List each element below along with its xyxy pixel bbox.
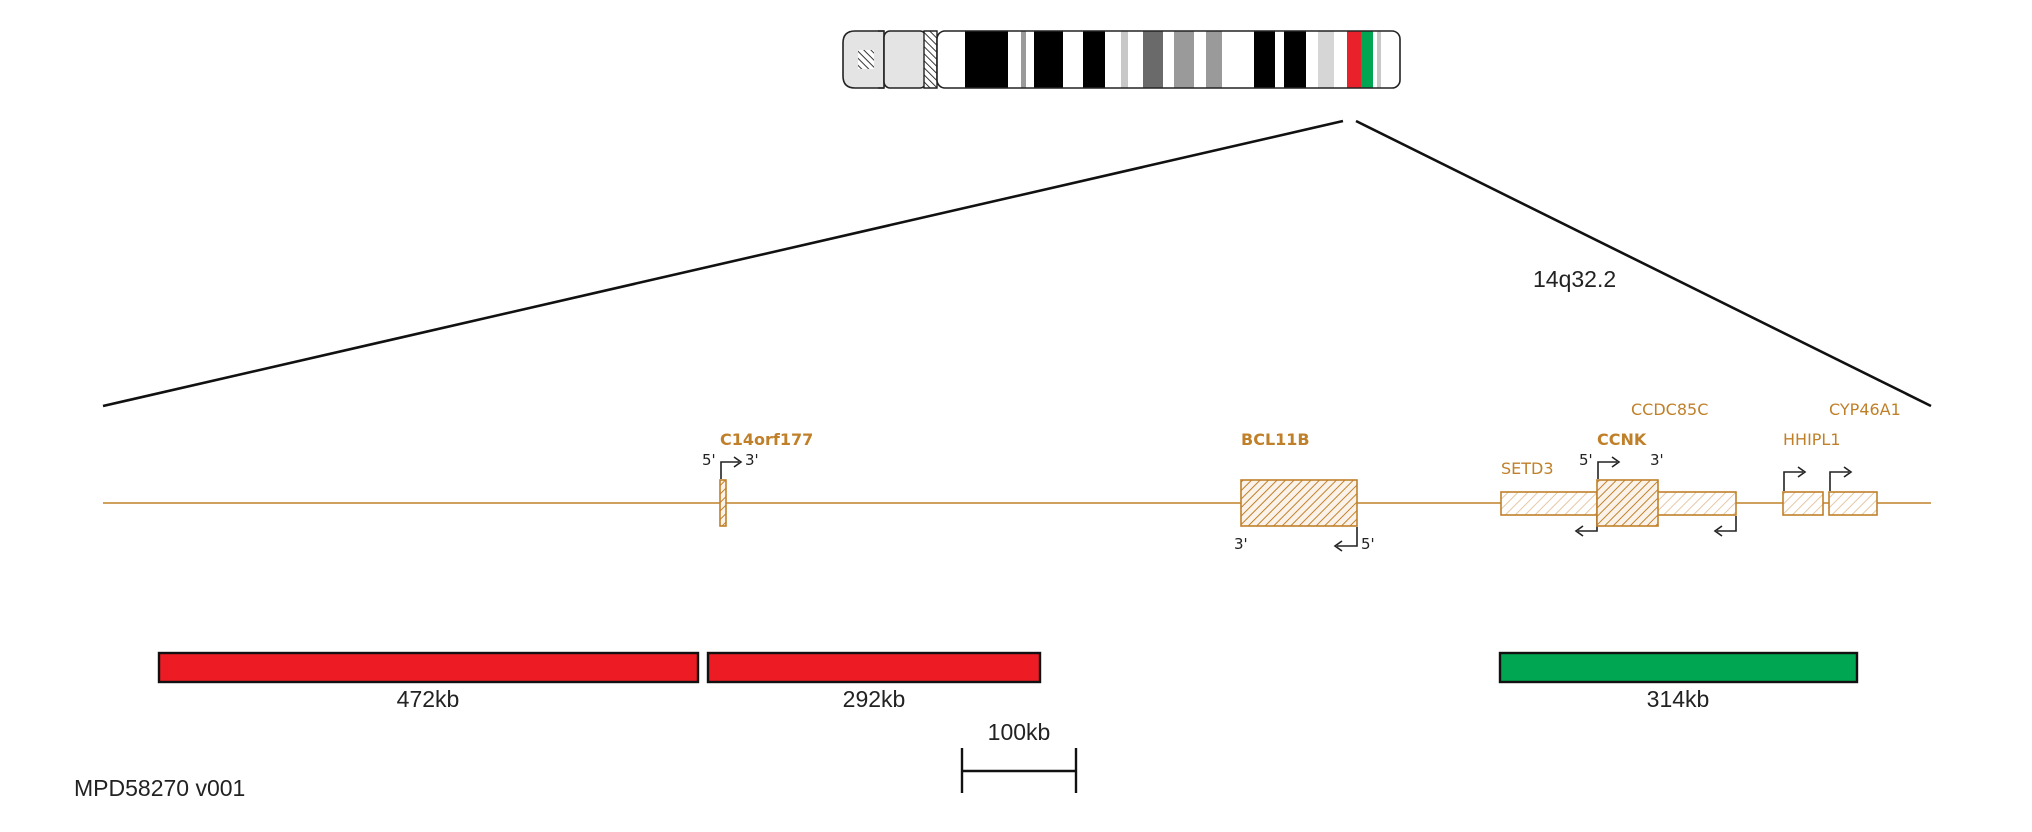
gene-bcl11b-body	[1240, 479, 1358, 527]
gene-ccdc85c-label: CCDC85C	[1631, 400, 1708, 419]
gene-setd3-direction-arrow	[1578, 516, 1598, 532]
gene-setd3-arrowhead-icon	[1574, 525, 1584, 537]
gene-hhipl1-label: HHIPL1	[1783, 430, 1841, 449]
segment-1-bar	[706, 651, 1042, 684]
gene-c14orf177-arrowhead-icon	[733, 456, 743, 468]
gene-c14orf177-body	[719, 479, 727, 527]
chromosome-ideogram	[842, 30, 1401, 89]
gene-ccnk-three-prime: 3'	[1650, 451, 1664, 469]
cnv-segments: 472kb 292kb 314kb	[157, 651, 1859, 712]
gene-cyp46a1-direction-arrow	[1829, 471, 1849, 491]
gene-ccnk-direction-arrow	[1597, 461, 1617, 479]
band-q-7	[1174, 31, 1194, 88]
gene-hhipl1: HHIPL1	[1782, 430, 1841, 516]
segment-deletion-472kb: 472kb	[157, 651, 700, 712]
segment-2-bar	[1498, 651, 1859, 684]
chromosome-p-arm	[842, 30, 885, 89]
gene-hhipl1-arrowhead-icon	[1797, 466, 1807, 478]
gene-ccnk-five-prime: 5'	[1579, 451, 1593, 469]
band-q-9	[1254, 31, 1275, 88]
band-q-12	[1377, 31, 1381, 88]
segment-0-size-label: 472kb	[397, 686, 460, 712]
zoom-lines	[102, 119, 1932, 408]
zoom-line-right	[1355, 119, 1932, 408]
band-q-2	[1021, 31, 1026, 88]
band-q32-2-highlight-red	[1347, 31, 1361, 88]
gene-setd3: SETD3	[1500, 459, 1598, 537]
figure-id: MPD58270 v001	[74, 775, 245, 801]
gene-track: 5' 3' C14orf177 3' 5' BCL11B SETD3 CCDC8…	[103, 400, 1931, 553]
band-q-4	[1083, 31, 1105, 88]
gene-ccnk-arrowhead-icon	[1611, 456, 1621, 468]
gene-hhipl1-direction-arrow	[1783, 471, 1803, 491]
chromosome-short-arm-block	[883, 30, 927, 89]
gene-ccnk-label: CCNK	[1597, 430, 1647, 449]
band-q32-2-highlight-green	[1361, 31, 1373, 88]
gene-ccnk-body	[1596, 479, 1659, 527]
segment-2-size-label: 314kb	[1647, 686, 1710, 712]
gene-c14orf177-direction-arrow	[720, 461, 739, 479]
band-q-8	[1206, 31, 1222, 88]
gene-setd3-body	[1500, 491, 1598, 516]
segment-deletion-292kb: 292kb	[706, 651, 1042, 712]
gene-bcl11b: 3' 5' BCL11B	[1234, 430, 1375, 553]
gene-c14orf177-five-prime: 5'	[702, 451, 716, 469]
gene-setd3-label: SETD3	[1501, 459, 1554, 478]
gene-cyp46a1-label: CYP46A1	[1829, 400, 1901, 419]
band-q-11	[1318, 31, 1334, 88]
band-q-1	[965, 31, 1008, 88]
band-q-6	[1143, 31, 1163, 88]
gene-bcl11b-direction-arrow	[1337, 527, 1358, 547]
gene-cyp46a1-arrowhead-icon	[1843, 466, 1853, 478]
gene-bcl11b-arrowhead-icon	[1333, 540, 1343, 552]
gene-ccdc85c-direction-arrow	[1717, 516, 1737, 532]
segment-0-bar	[157, 651, 700, 684]
band-label: 14q32.2	[1533, 266, 1616, 292]
gene-cyp46a1: CYP46A1	[1828, 400, 1901, 516]
segment-duplication-314kb: 314kb	[1498, 651, 1859, 712]
gene-cyp46a1-body	[1828, 491, 1878, 516]
scale-bar-label: 100kb	[988, 719, 1051, 745]
band-q-3	[1034, 31, 1063, 88]
scale-bar: 100kb	[960, 719, 1078, 793]
gene-c14orf177-label: C14orf177	[720, 430, 813, 449]
chromosome-centromere	[923, 30, 938, 89]
segment-1-size-label: 292kb	[843, 686, 906, 712]
gene-ccnk: 5' 3' CCNK	[1579, 430, 1664, 527]
gene-bcl11b-three-prime: 3'	[1234, 535, 1248, 553]
band-q-10	[1284, 31, 1306, 88]
gene-bcl11b-label: BCL11B	[1241, 430, 1310, 449]
gene-c14orf177: 5' 3' C14orf177	[702, 430, 813, 527]
gene-bcl11b-five-prime: 5'	[1361, 535, 1375, 553]
gene-ccdc85c-arrowhead-icon	[1713, 525, 1723, 537]
gene-hhipl1-body	[1782, 491, 1824, 516]
zoom-line-left	[102, 119, 1344, 408]
chromosome-q-arm	[937, 31, 1400, 88]
gene-c14orf177-three-prime: 3'	[745, 451, 759, 469]
band-q-5	[1121, 31, 1128, 88]
